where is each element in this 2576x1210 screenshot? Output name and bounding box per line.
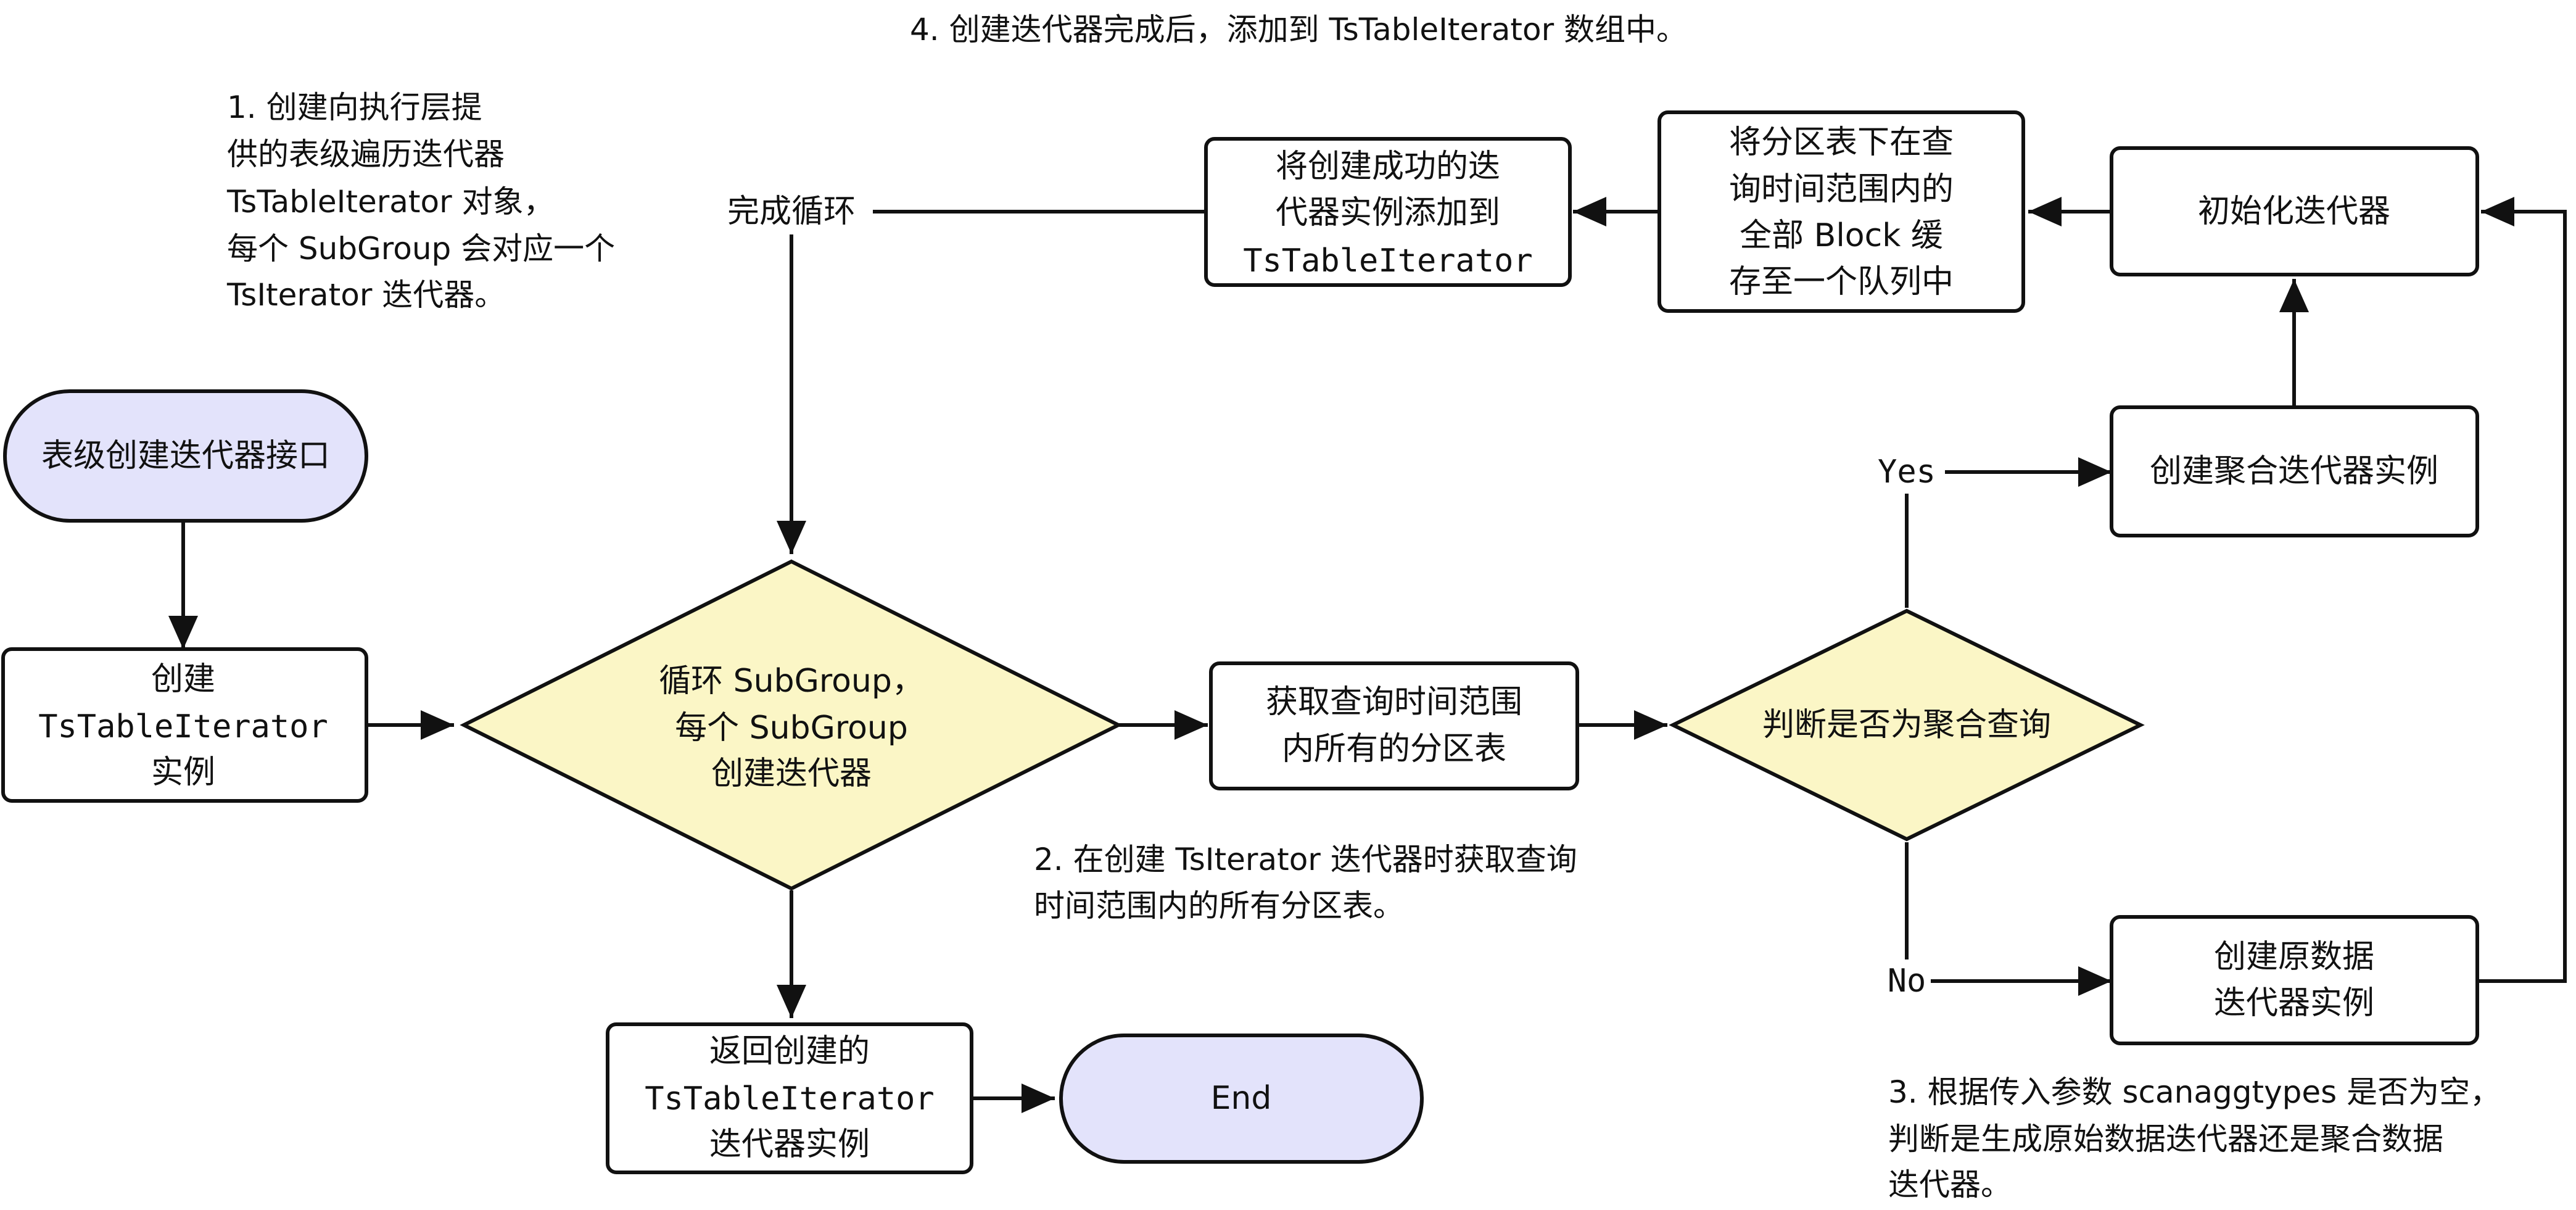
end-terminal: [1059, 1034, 1424, 1164]
get-partitions-line-1: 获取查询时间范围: [1266, 684, 1522, 721]
add-iterator-line-2: 代器实例添加到: [1276, 194, 1500, 231]
edge-label-no: No: [1888, 963, 1926, 1000]
node-create-raw-iterator: 创建原数据 迭代器实例: [2110, 915, 2479, 1045]
cache-blocks-line-3: 全部 Block 缓: [1740, 217, 1943, 254]
node-get-partitions: 获取查询时间范围 内所有的分区表: [1209, 661, 1579, 790]
node-end: End: [1059, 1034, 1424, 1164]
annotation-2-line-2: 时间范围内的所有分区表。: [1034, 888, 1404, 924]
node-add-iterator: 将创建成功的迭 代器实例添加到 TsTableIterator: [1204, 137, 1572, 287]
edge-label-yes: Yes: [1878, 454, 1936, 491]
edge-raw-to-init: [2477, 197, 2567, 983]
return-iterator-line-2: TsTableIterator: [645, 1080, 935, 1117]
node-loop-subgroup: 循环 SubGroup， 每个 SubGroup 创建迭代器: [460, 559, 1123, 891]
create-table-iterator-line-3: 实例: [151, 754, 215, 791]
annotation-3: 3. 根据传入参数 scanaggtypes 是否为空， 判断是生成原始数据迭代…: [1888, 1074, 2501, 1203]
loop-subgroup-line-3: 创建迭代器: [711, 755, 872, 792]
cache-blocks-line-1: 将分区表下在查: [1729, 124, 1954, 161]
annotation-2: 2. 在创建 TsIterator 迭代器时获取查询 时间范围内的所有分区表。: [1034, 842, 1577, 924]
annotation-3-line-3: 迭代器。: [1888, 1167, 2012, 1203]
node-return-iterator: 返回创建的 TsTableIterator 迭代器实例: [606, 1022, 973, 1174]
node-cache-blocks: 将分区表下在查 询时间范围内的 全部 Block 缓 存至一个队列中: [1657, 110, 2025, 313]
cache-blocks-box: [1657, 110, 2025, 313]
node-create-agg-iterator: 创建聚合迭代器实例: [2110, 405, 2479, 537]
add-iterator-line-1: 将创建成功的迭: [1276, 148, 1500, 185]
create-agg-iterator-box: [2110, 405, 2479, 537]
annotation-1-line-2: 供的表级遍历迭代器: [227, 136, 505, 172]
add-iterator-box: [1204, 137, 1572, 287]
loop-subgroup-line-2: 每个 SubGroup: [675, 710, 908, 747]
is-agg-query-label: 判断是否为聚合查询: [1762, 707, 2051, 744]
annotation-4-line-1: 4. 创建迭代器完成后，添加到 TsTableIterator 数组中。: [910, 12, 1687, 48]
return-iterator-box: [606, 1022, 973, 1174]
annotation-3-line-2: 判断是生成原始数据迭代器还是聚合数据: [1888, 1121, 2443, 1157]
annotation-4: 4. 创建迭代器完成后，添加到 TsTableIterator 数组中。: [910, 12, 1687, 48]
annotation-1-line-5: TsIterator 迭代器。: [226, 277, 505, 313]
create-agg-iterator-label: 创建聚合迭代器实例: [2150, 453, 2438, 490]
create-table-iterator-box: [1, 647, 368, 803]
loop-subgroup-line-1: 循环 SubGroup，: [659, 663, 924, 700]
node-create-table-iterator: 创建 TsTableIterator 实例: [1, 647, 368, 803]
edges: [168, 197, 2567, 1113]
annotation-1-line-4: 每个 SubGroup 会对应一个: [227, 231, 615, 267]
init-iterator-box: [2110, 146, 2479, 276]
annotation-1: 1. 创建向执行层提 供的表级遍历迭代器 TsTableIterator 对象，…: [226, 89, 615, 313]
cache-blocks-line-2: 询时间范围内的: [1729, 171, 1954, 208]
init-iterator-label: 初始化迭代器: [2198, 193, 2390, 230]
start-label: 表级创建迭代器接口: [41, 437, 330, 474]
annotation-1-line-3: TsTableIterator 对象，: [226, 184, 555, 220]
node-init-iterator: 初始化迭代器: [2110, 146, 2479, 276]
get-partitions-line-2: 内所有的分区表: [1282, 731, 1506, 768]
start-terminal: [3, 389, 368, 523]
node-is-agg-query: 判断是否为聚合查询: [1669, 608, 2145, 842]
cache-blocks-line-4: 存至一个队列中: [1729, 263, 1954, 300]
loop-subgroup-diamond: [460, 559, 1123, 891]
annotation-3-line-1: 3. 根据传入参数 scanaggtypes 是否为空，: [1888, 1074, 2501, 1110]
create-raw-iterator-line-1: 创建原数据: [2214, 939, 2374, 976]
annotation-1-line-1: 1. 创建向执行层提: [227, 89, 482, 125]
annotation-2-line-1: 2. 在创建 TsIterator 迭代器时获取查询: [1034, 842, 1577, 877]
return-iterator-line-1: 返回创建的: [709, 1033, 870, 1070]
create-table-iterator-line-1: 创建: [151, 661, 215, 698]
create-table-iterator-line-2: TsTableIterator: [38, 708, 328, 745]
create-raw-iterator-line-2: 迭代器实例: [2214, 985, 2374, 1022]
create-raw-iterator-box: [2110, 915, 2479, 1045]
edge-label-loop-done: 完成循环: [727, 193, 856, 230]
return-iterator-line-3: 迭代器实例: [709, 1126, 870, 1163]
node-start: 表级创建迭代器接口: [3, 389, 368, 523]
end-label: End: [1211, 1080, 1272, 1117]
get-partitions-box: [1209, 661, 1579, 790]
is-agg-query-diamond: [1669, 608, 2145, 842]
add-iterator-line-3: TsTableIterator: [1243, 242, 1533, 280]
